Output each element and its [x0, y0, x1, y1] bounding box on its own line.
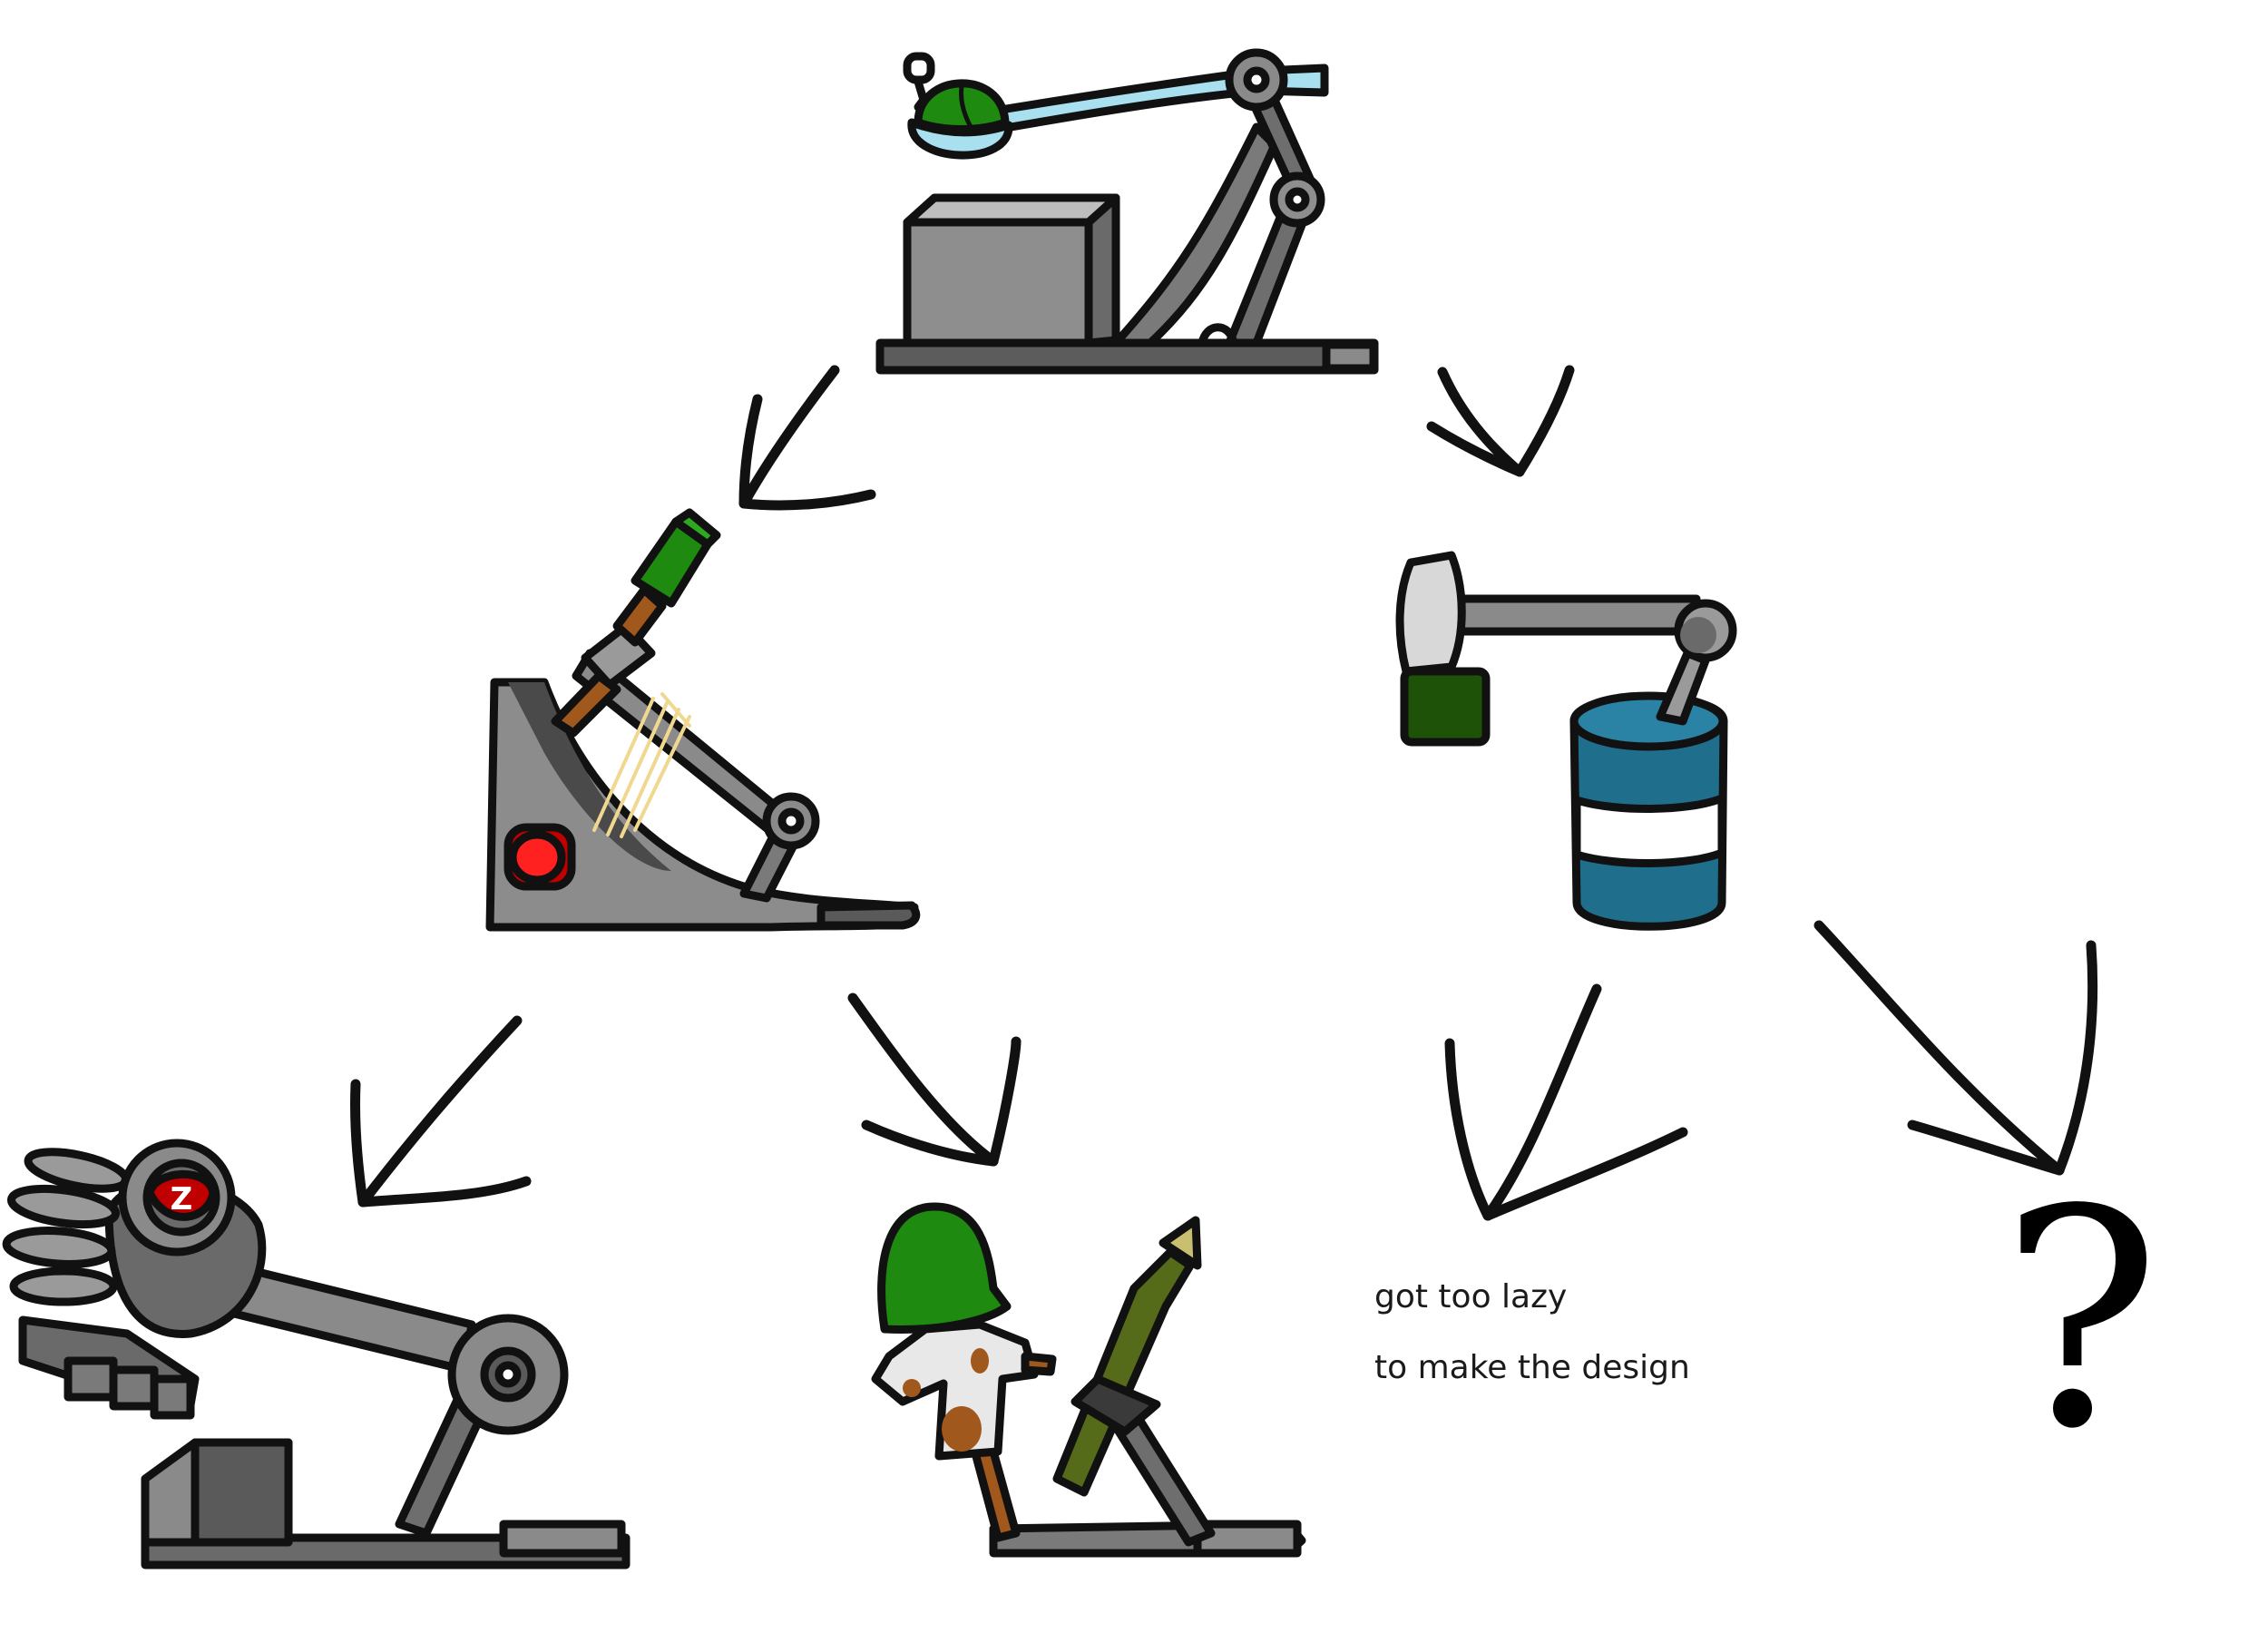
note-line-1: got too lazy: [1374, 1278, 1568, 1315]
arrow-rubber-band-to-robot-hand: [357, 1015, 523, 1208]
rubber-band-catapult: [485, 508, 921, 932]
arrow-hammer-barrel-to-question: [1813, 920, 2065, 1176]
scarecrow-rocket-launcher: [871, 1202, 1306, 1558]
note-line-2: to make the design: [1374, 1349, 1690, 1386]
arrowhead-hammer-barrel-to-question: [1907, 940, 2098, 1176]
robot-hand-catapult: [2, 1139, 631, 1569]
arrowhead-rubber-band-to-scarecrow: [861, 1036, 1022, 1167]
arrow-hammer-barrel-to-note: [1482, 983, 1602, 1221]
arrowhead-root-to-rubber-band: [738, 394, 876, 511]
arrow-rubber-band-to-scarecrow: [847, 993, 999, 1167]
question-mark: ?: [2000, 1146, 2161, 1494]
arrowhead-root-to-hammer-barrel: [1426, 365, 1575, 477]
arrow-root-to-rubber-band: [738, 365, 840, 509]
basic-catapult: [875, 48, 1379, 375]
arrowhead-hammer-barrel-to-note: [1444, 1038, 1688, 1221]
hammer-barrel-catapult: [1395, 551, 1737, 931]
arrows: [350, 365, 2098, 1221]
z-badge: Z: [171, 1181, 193, 1217]
arrowhead-rubber-band-to-robot-hand: [350, 1079, 532, 1208]
